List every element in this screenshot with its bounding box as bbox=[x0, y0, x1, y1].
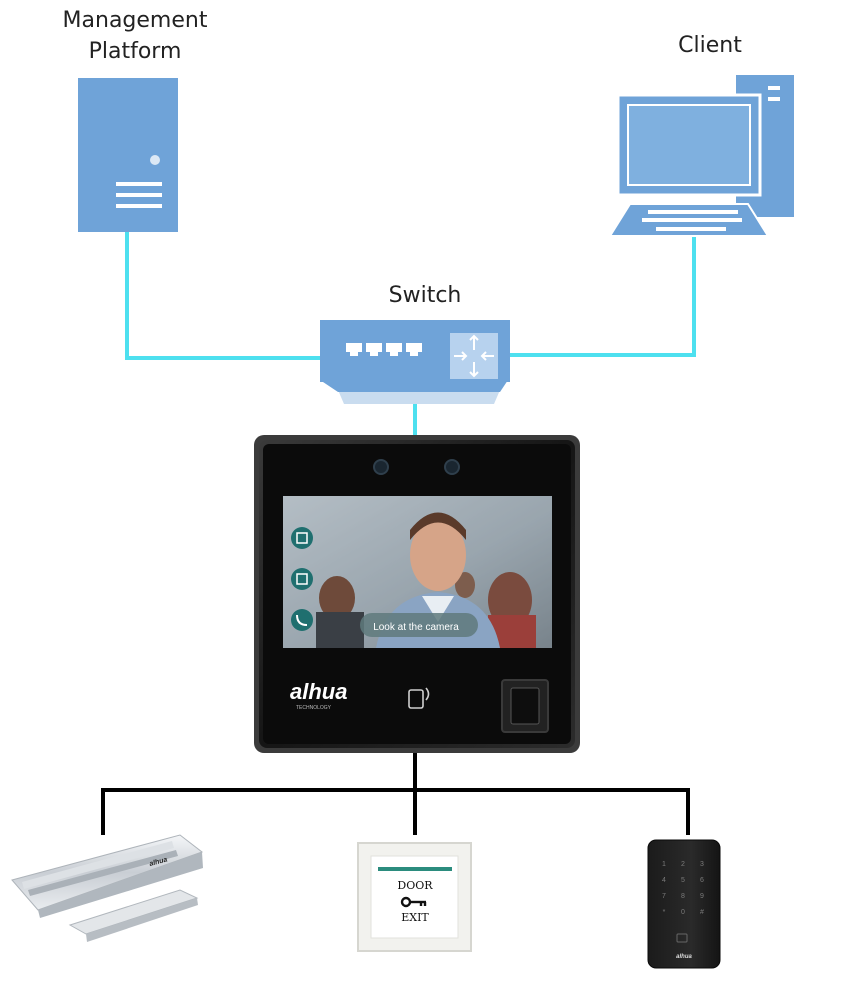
keypad-key: * bbox=[663, 909, 666, 916]
camera-lens-right bbox=[444, 459, 460, 475]
management-platform-label-line2: Platform bbox=[88, 39, 182, 64]
keypad-key: # bbox=[700, 909, 704, 916]
keypad-key: 6 bbox=[700, 877, 704, 884]
keypad-key: 3 bbox=[700, 861, 704, 868]
exit-button-line2: EXIT bbox=[401, 911, 429, 924]
keypad-key: 2 bbox=[681, 861, 685, 868]
switch-icon bbox=[320, 320, 510, 404]
server-icon bbox=[78, 78, 178, 232]
keypad-key: 9 bbox=[700, 893, 704, 900]
keypad-key: 5 bbox=[681, 877, 685, 884]
device-brand-logo: alhua bbox=[290, 679, 347, 704]
link-client-switch bbox=[510, 228, 696, 357]
access-control-terminal: Look at the camera alhua TECHNOLOGY bbox=[254, 435, 580, 753]
link-platform-switch bbox=[125, 232, 325, 360]
management-platform-label-line1: Management bbox=[62, 8, 208, 33]
network-links bbox=[125, 228, 696, 437]
switch-label: Switch bbox=[388, 283, 462, 308]
computer-icon bbox=[608, 75, 794, 237]
management-platform-label: Management Platform bbox=[40, 5, 230, 67]
nfc-card-icon bbox=[408, 687, 430, 709]
qr-scan-icon bbox=[291, 568, 313, 590]
device-brand-sub: TECHNOLOGY bbox=[296, 705, 332, 711]
magnetic-lock-icon: alhua bbox=[11, 834, 204, 942]
keypad-icon bbox=[291, 527, 313, 549]
wired-links bbox=[101, 750, 690, 835]
exit-button-icon: DOOR EXIT bbox=[357, 842, 472, 952]
camera-lens-left bbox=[373, 459, 389, 475]
keypad-key: 7 bbox=[662, 893, 666, 900]
key-icon bbox=[400, 896, 427, 908]
screen-prompt-text: Look at the camera bbox=[373, 622, 459, 633]
keypad-key: 1 bbox=[662, 861, 666, 868]
screen-prompt-bg bbox=[360, 613, 478, 637]
screen-side-buttons bbox=[291, 527, 313, 631]
switch-arrows-icon bbox=[454, 334, 494, 378]
keypad-key: 0 bbox=[681, 909, 685, 916]
lock-brand: alhua bbox=[149, 856, 169, 868]
keypad-key: 8 bbox=[681, 893, 685, 900]
exit-button-line1: DOOR bbox=[397, 879, 433, 892]
call-icon bbox=[291, 609, 313, 631]
reader-brand: alhua bbox=[676, 954, 692, 960]
card-reader-keypad: 1 2 3 4 5 6 7 8 9 * 0 # bbox=[662, 861, 704, 916]
card-reader-icon: 1 2 3 4 5 6 7 8 9 * 0 # alhua bbox=[647, 839, 721, 969]
keypad-key: 4 bbox=[662, 877, 666, 884]
client-label: Client bbox=[678, 33, 742, 58]
